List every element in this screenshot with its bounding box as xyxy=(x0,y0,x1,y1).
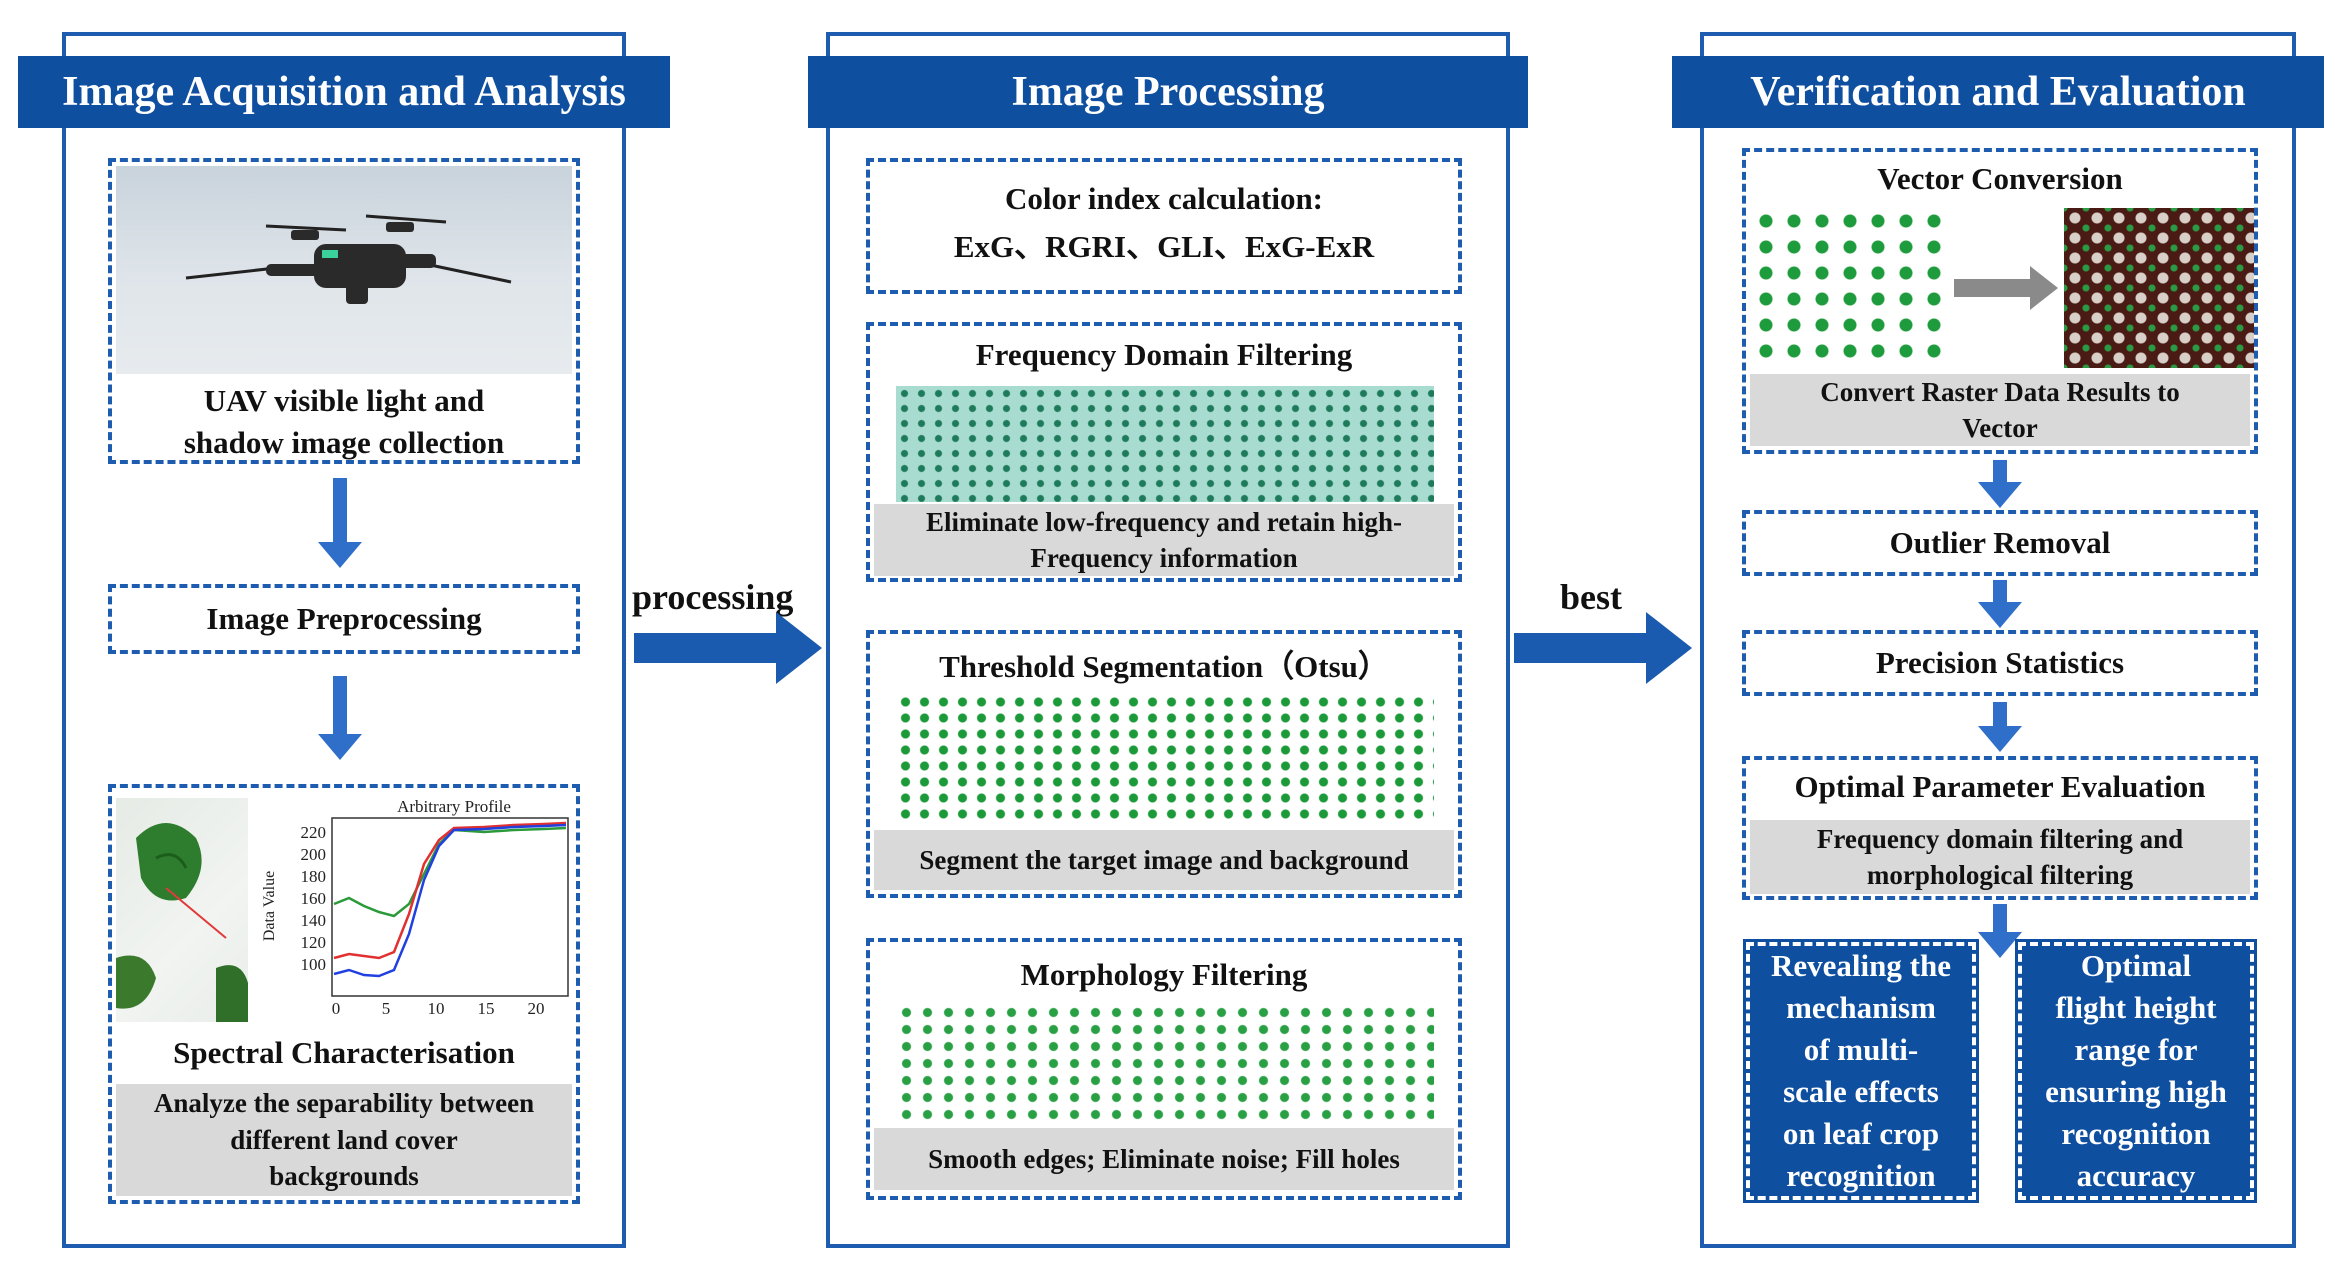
green-band-line xyxy=(333,826,567,918)
threshold-segmentation-box: Threshold Segmentation（Otsu） Segment the… xyxy=(866,630,1462,898)
frequency-filtered-image xyxy=(896,386,1434,502)
frequency-filtering-box: Frequency Domain Filtering Eliminate low… xyxy=(866,322,1462,582)
drone-icon xyxy=(185,214,512,304)
frequency-title: Frequency Domain Filtering xyxy=(975,337,1353,372)
y-tick: 220 xyxy=(301,823,327,842)
x-tick: 0 xyxy=(332,999,341,1018)
color-index-title: Color index calculation: xyxy=(1004,181,1324,216)
color-index-list: ExG、RGRI、GLI、ExG-ExR xyxy=(953,229,1375,264)
vector-overlay-image xyxy=(2064,208,2254,368)
acquisition-header: Image Acquisition and Analysis xyxy=(18,56,670,128)
spectral-caption: Analyze the separability between differe… xyxy=(116,1084,572,1196)
image-preprocessing-box: Image Preprocessing xyxy=(108,584,580,654)
arrow-down-4 xyxy=(1978,580,2022,628)
uav-photo xyxy=(116,166,572,374)
x-tick: 15 xyxy=(478,999,495,1018)
morphology-filtered-image xyxy=(896,1004,1434,1120)
threshold-segmented-image xyxy=(896,694,1434,822)
x-tick: 10 xyxy=(428,999,445,1018)
uav-caption: UAV visible light and shadow image colle… xyxy=(183,383,505,460)
spectral-box: Arbitrary Profile 220 200 180 160 140 12… xyxy=(108,784,580,1204)
color-index-box: Color index calculation: ExG、RGRI、GLI、Ex… xyxy=(866,158,1462,294)
vector-conversion-box: Vector Conversion Convert Raster Data Re… xyxy=(1742,148,2258,454)
arrow-down-3 xyxy=(1978,460,2022,508)
y-tick: 200 xyxy=(301,845,327,864)
frequency-caption: Eliminate low-frequency and retain high-… xyxy=(874,504,1454,576)
best-arrow xyxy=(1514,612,1692,684)
leaf-photo xyxy=(116,798,248,1022)
x-tick: 5 xyxy=(382,999,391,1018)
outlier-removal-box: Outlier Removal xyxy=(1742,510,2258,576)
optimal-title: Optimal Parameter Evaluation xyxy=(1794,769,2206,804)
morphology-filtering-box: Morphology Filtering Smooth edges; Elimi… xyxy=(866,938,1462,1200)
vector-caption: Convert Raster Data Results to Vector xyxy=(1750,374,2250,446)
raster-to-vector-arrow xyxy=(1954,266,2058,310)
y-tick: 120 xyxy=(301,933,327,952)
morphology-title: Morphology Filtering xyxy=(1020,957,1308,992)
precision-statistics-box: Precision Statistics xyxy=(1742,630,2258,696)
optimal-parameter-box: Optimal Parameter Evaluation Frequency d… xyxy=(1742,756,2258,900)
arrow-down-5 xyxy=(1978,702,2022,752)
threshold-caption: Segment the target image and background xyxy=(874,830,1454,890)
optimal-caption: Frequency domain filtering and morpholog… xyxy=(1750,820,2250,894)
leaf-icon xyxy=(116,823,248,1022)
processing-arrow xyxy=(634,612,822,684)
x-tick: 20 xyxy=(528,999,545,1018)
arrow-down-1 xyxy=(318,478,362,568)
uav-collection-box: UAV visible light and shadow image colle… xyxy=(108,158,580,464)
raster-result-image xyxy=(1752,208,1942,368)
arbitrary-profile-chart: Arbitrary Profile 220 200 180 160 140 12… xyxy=(261,797,569,1018)
vector-title: Vector Conversion xyxy=(1877,161,2123,196)
profile-chart-title: Arbitrary Profile xyxy=(397,797,511,816)
result-multiscale-mechanism: Revealing the mechanism of multi- scale … xyxy=(1743,939,1979,1203)
verification-header: Verification and Evaluation xyxy=(1672,56,2324,128)
morphology-caption: Smooth edges; Eliminate noise; Fill hole… xyxy=(874,1128,1454,1190)
profile-y-label: Data Value xyxy=(261,871,278,941)
arrow-down-6 xyxy=(1978,904,2022,958)
y-tick: 160 xyxy=(301,889,327,908)
best-edge-label: best xyxy=(1560,577,1622,617)
result-optimal-flight-height: Optimal flight height range for ensuring… xyxy=(2015,939,2257,1203)
processing-edge-label: processing xyxy=(632,577,794,617)
threshold-title: Threshold Segmentation（Otsu） xyxy=(939,649,1389,684)
spectral-title: Spectral Characterisation xyxy=(173,1035,515,1070)
blue-band-line xyxy=(333,823,567,978)
y-tick: 140 xyxy=(301,911,327,930)
y-tick: 180 xyxy=(301,867,327,886)
y-tick: 100 xyxy=(301,955,327,974)
arrow-down-2 xyxy=(318,676,362,760)
red-band-line xyxy=(333,821,567,960)
processing-header: Image Processing xyxy=(808,56,1528,128)
